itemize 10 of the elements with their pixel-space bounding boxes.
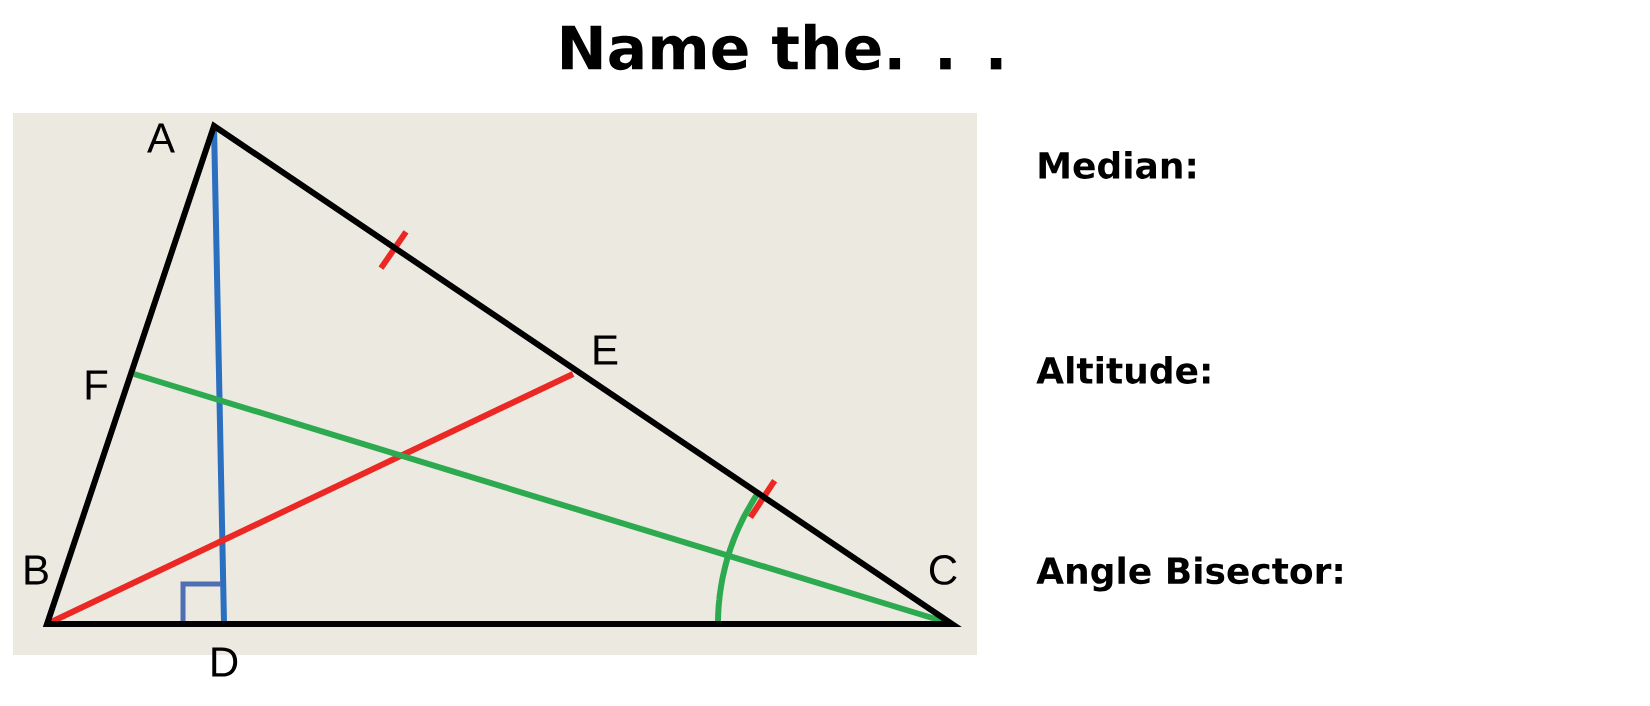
vertex-label: F [86, 370, 108, 400]
prompt-label: Altitude: [1036, 356, 1210, 384]
vertex-label: E [594, 335, 618, 365]
prompt-label: Angle Bisector: [1036, 556, 1342, 592]
vertex-label: B [25, 555, 48, 585]
prompt-label: Median: [1039, 151, 1195, 179]
title: Name the. . . [562, 23, 1002, 71]
vertex-label: C [930, 555, 957, 585]
vertex-label: D [212, 647, 238, 677]
vertex-label: A [147, 123, 175, 153]
